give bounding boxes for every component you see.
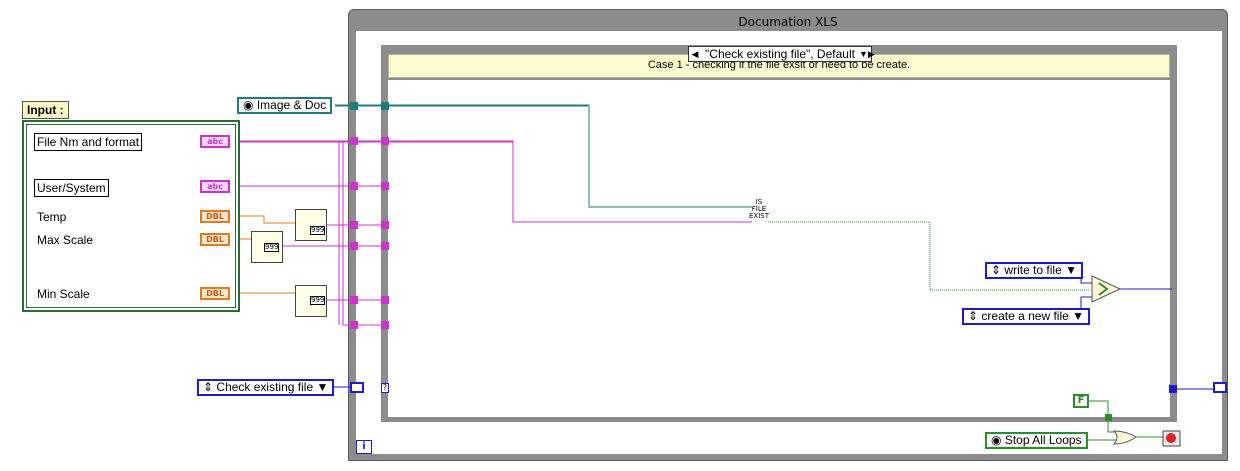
shift-register-left[interactable] xyxy=(350,382,364,393)
min-scale-terminal[interactable]: DBL xyxy=(200,287,230,300)
ring-arrows-icon: ⇕ xyxy=(991,263,1002,277)
wire-file-branch xyxy=(342,141,388,326)
max-scale-label: Max Scale xyxy=(37,233,94,247)
image-doc-label: Image & Doc xyxy=(256,98,327,112)
write-to-file-enum[interactable]: ⇕ write to file ▼ xyxy=(985,262,1083,279)
max-scale-terminal[interactable]: DBL xyxy=(200,233,230,246)
file-name-label: File Nm and format xyxy=(34,133,143,151)
case-selector-terminal: ? xyxy=(381,383,389,393)
iteration-terminal: i xyxy=(356,440,372,454)
file-exist-node[interactable]: IS FILE EXIST xyxy=(746,199,772,227)
loop-tunnels xyxy=(350,102,358,329)
user-system-label: User/System xyxy=(34,179,109,197)
create-new-file-label: create a new file xyxy=(981,309,1069,323)
image-doc-refnum[interactable]: ◉ Image & Doc xyxy=(237,97,333,114)
wire-temp xyxy=(231,215,296,224)
check-existing-label: Check existing file xyxy=(216,380,314,394)
number-format-subvi-2[interactable]: 999 xyxy=(251,231,283,263)
temp-label: Temp xyxy=(37,210,67,224)
case-menu-icon[interactable]: ▼▶ xyxy=(859,49,875,59)
check-existing-file-enum[interactable]: ⇕ Check existing file ▼ xyxy=(197,379,335,396)
chevron-down-icon[interactable]: ▼ xyxy=(1072,309,1085,323)
case-tunnels xyxy=(381,102,1177,421)
chevron-down-icon[interactable]: ▼ xyxy=(1065,263,1077,277)
user-system-terminal[interactable]: abc xyxy=(200,180,230,193)
loop-title: Documation XLS xyxy=(738,15,838,29)
or-node xyxy=(1112,430,1137,445)
boolean-wires xyxy=(768,221,1163,441)
ring-arrows-icon: ⇕ xyxy=(203,380,214,394)
case-structure-body xyxy=(388,80,1170,417)
temp-terminal[interactable]: DBL xyxy=(200,210,230,223)
number-format-subvi-3[interactable]: 999 xyxy=(295,285,327,317)
false-constant[interactable]: F xyxy=(1073,394,1089,408)
number-format-subvi[interactable]: 999 xyxy=(295,209,327,241)
ring-arrows-icon: ⇕ xyxy=(968,309,979,323)
wire-file-name xyxy=(231,140,752,223)
globe-icon: ◉ xyxy=(991,433,1002,447)
case-comment-text: Case 1 - checking if the file exsit or n… xyxy=(647,59,911,71)
file-exist-label: FILE xyxy=(751,205,767,213)
file-exist-label2: EXIST xyxy=(748,212,769,220)
case-prev-icon[interactable]: ◀ xyxy=(691,49,699,59)
create-new-file-enum[interactable]: ⇕ create a new file ▼ xyxy=(962,308,1091,325)
select-node xyxy=(1091,275,1122,303)
case-selector[interactable]: ◀ "Check existing file", Default ▼▶ xyxy=(688,46,875,62)
file-exist-is: IS xyxy=(755,198,763,206)
wire-file-exist xyxy=(768,221,1090,291)
input-label: Input : xyxy=(22,101,69,119)
wire-image-doc xyxy=(335,104,752,208)
write-to-file-label: write to file xyxy=(1004,263,1062,277)
shift-register-right[interactable] xyxy=(1213,382,1227,393)
chevron-down-icon[interactable]: ▼ xyxy=(316,380,329,394)
string-wires xyxy=(231,140,752,326)
min-scale-label: Min Scale xyxy=(37,287,90,301)
stop-all-loops-label: Stop All Loops xyxy=(1004,433,1082,447)
path-wire xyxy=(335,104,752,208)
enum-wires xyxy=(318,269,1213,390)
format-num: 999 xyxy=(310,296,326,305)
globe-icon: ◉ xyxy=(243,98,254,112)
stop-all-loops-local[interactable]: ◉ Stop All Loops xyxy=(985,432,1088,449)
case-selector-label: "Check existing file", Default xyxy=(705,47,855,61)
format-num: 999 xyxy=(264,243,280,252)
file-name-terminal[interactable]: abc xyxy=(200,135,230,148)
stop-node xyxy=(1162,430,1181,447)
format-num: 999 xyxy=(310,226,326,235)
